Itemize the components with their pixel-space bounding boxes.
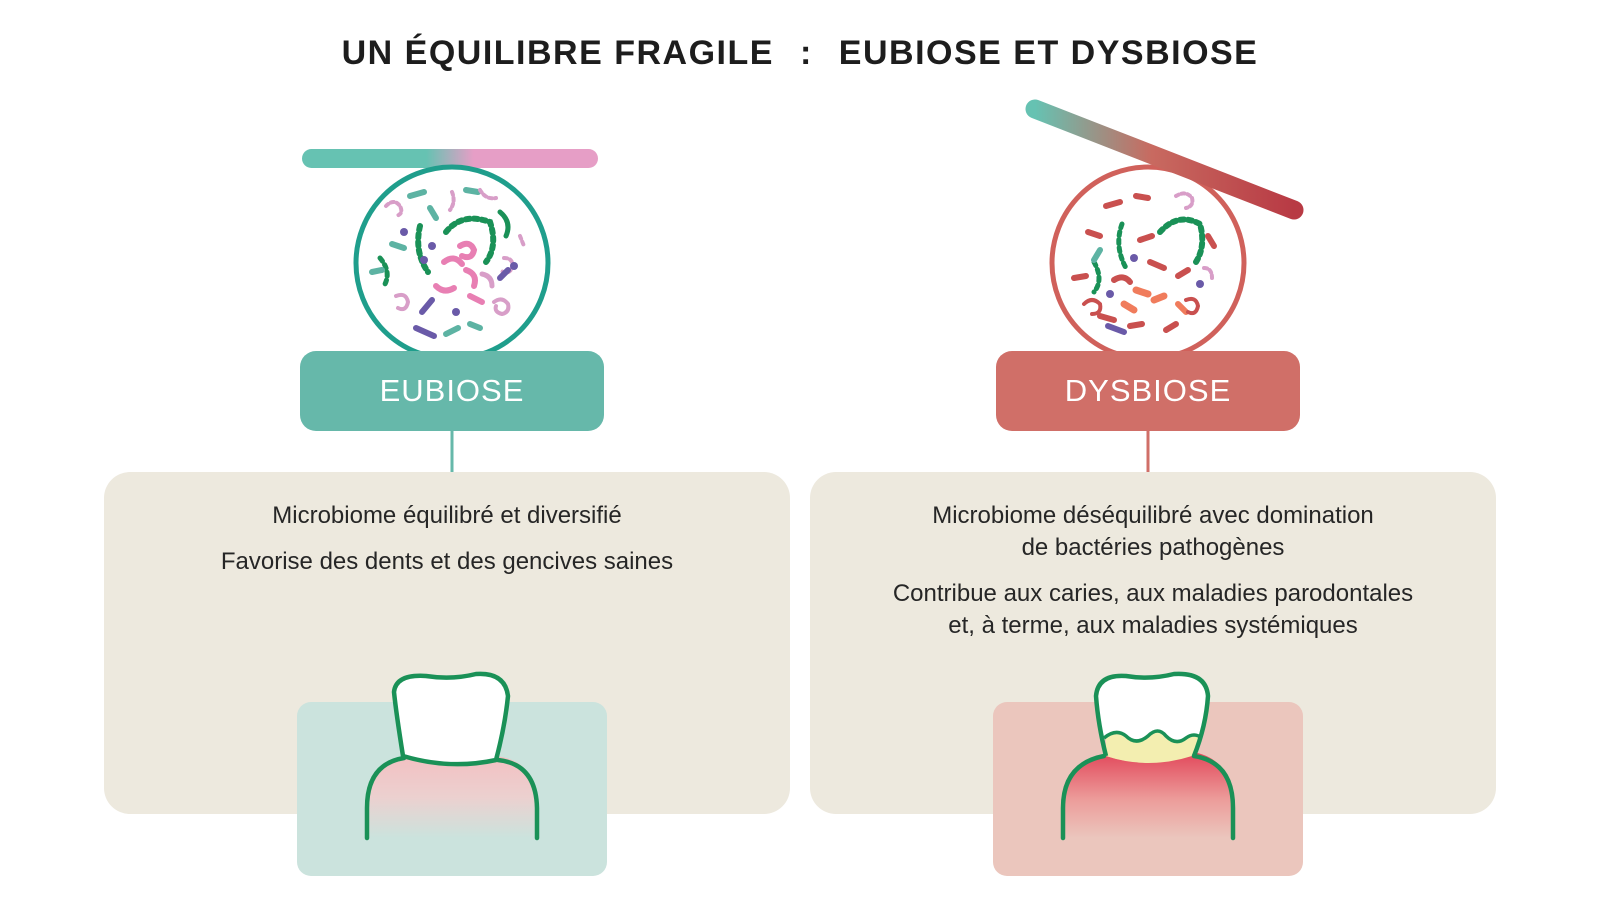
dysbiose-bacteria [1071,191,1217,335]
eubiose-line-1: Microbiome équilibré et diversifié [272,502,622,529]
eubiose-bacteria [369,187,526,339]
dysbiose-line-2: Contribue aux caries, aux maladies parod… [892,580,1414,639]
tilted-balance-bar-icon [1025,99,1304,220]
page-title: UN ÉQUILIBRE FRAGILE: EUBIOSE ET DYSBIOSE [0,34,1600,73]
dysbiose-line-1: Microbiome déséquilibré avec domination … [932,502,1374,561]
balance-bar-icon [302,149,598,168]
title-part-1: UN ÉQUILIBRE FRAGILE [341,34,774,72]
dysbiose-label-text: DYSBIOSE [1064,373,1232,408]
eubiose-line-2: Favorise des dents et des gencives saine… [220,548,674,575]
title-separator: : [799,34,813,72]
eubiose-description: Microbiome équilibré et diversifié Favor… [104,500,790,592]
dysbiose-card: Microbiome déséquilibré avec domination … [810,472,1496,814]
eubiose-card: Microbiome équilibré et diversifié Favor… [104,472,790,814]
dysbiose-label: DYSBIOSE [996,351,1300,431]
eubiose-label-text: EUBIOSE [379,373,525,408]
healthy-tooth-icon [364,671,540,841]
dysbiose-label-bg [996,351,1300,431]
dysbiose-description: Microbiome déséquilibré avec domination … [810,500,1496,656]
eubiose-label-bg [300,351,604,431]
eubiose-label: EUBIOSE [300,351,604,431]
title-part-2: EUBIOSE ET DYSBIOSE [838,34,1259,72]
plaque-tooth-icon [1060,671,1236,841]
